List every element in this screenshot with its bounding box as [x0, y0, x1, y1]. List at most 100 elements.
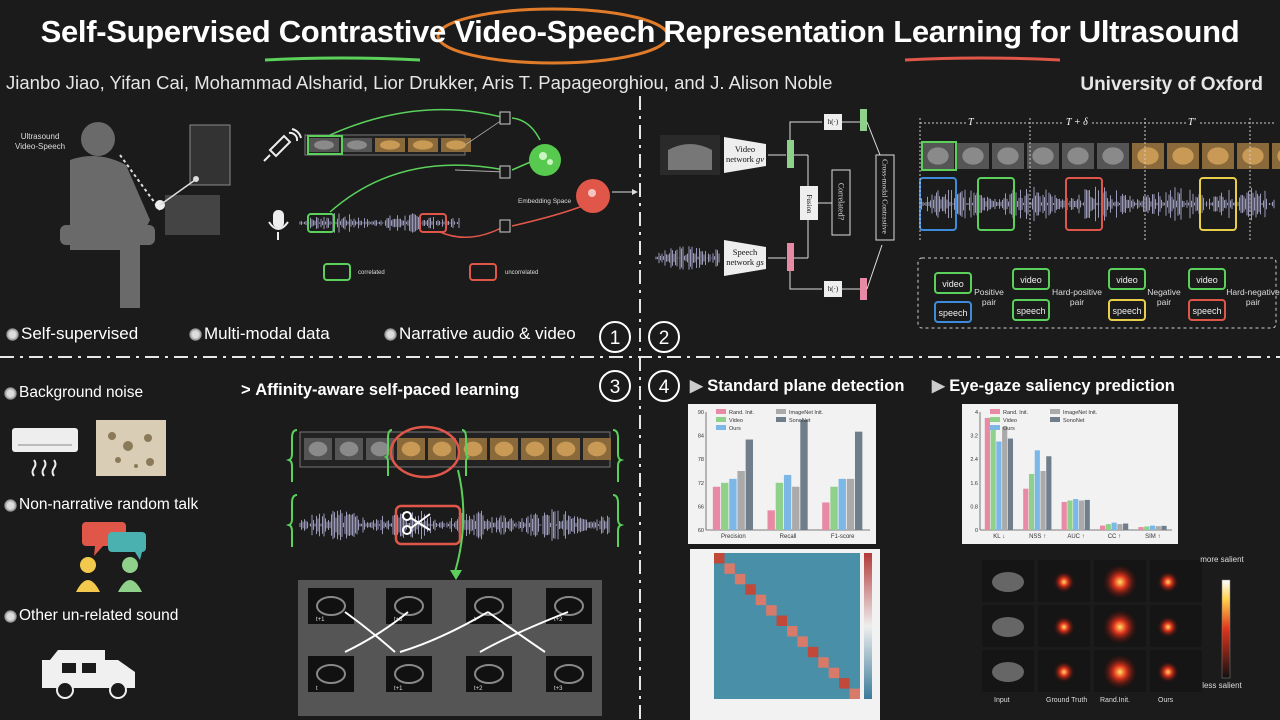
legend-label: SonoNet [1063, 418, 1085, 424]
bar [1100, 525, 1106, 530]
pair-label-line1: Hard-negative [1226, 287, 1280, 297]
quadrant-number-4: 4 [648, 370, 680, 402]
bar [1028, 473, 1035, 530]
pair-label-line1: Positive [974, 287, 1004, 297]
y-tick-label: 84 [698, 434, 704, 440]
frame-content [339, 441, 359, 457]
video-network-text: Video network [726, 144, 756, 164]
bar [1117, 524, 1123, 530]
legend-swatch [716, 417, 726, 422]
bullet-unrelated-sound: Other un-related sound [4, 607, 178, 625]
speech-network-label: Speech network gs [726, 247, 764, 267]
y-tick-label: 72 [698, 481, 704, 487]
bar [1155, 526, 1161, 530]
y-tick-label: 66 [698, 504, 704, 510]
cross-modal-contrastive-label: Cross-modal Contrastive [880, 159, 890, 234]
frame-content [401, 441, 421, 457]
ultrasound-shape [394, 596, 424, 616]
bullet-text: Non-narrative random talk [19, 496, 199, 513]
saliency-heat [1157, 571, 1179, 593]
bullet-self-supervised: Self-supervised [6, 324, 138, 344]
frame-content [380, 140, 400, 150]
bar [1078, 500, 1085, 530]
confusion-diagonal-cell [818, 657, 829, 668]
bar [745, 439, 754, 530]
hard-positive-video: video [1012, 268, 1050, 290]
confusion-diagonal-cell [787, 626, 798, 637]
ultrasound-thumb [466, 656, 512, 692]
legend-swatch [990, 409, 1000, 414]
y-tick-label: 60 [698, 528, 704, 534]
poster-title: Self-Supervised Contrastive Video-Speech… [40, 14, 1240, 49]
ear-icon [4, 498, 17, 512]
confusion-diagonal-cell [766, 605, 777, 616]
spd-title-text: Standard plane detection [707, 377, 905, 395]
hard-negative-video: video [1188, 268, 1226, 290]
frame-content [1242, 147, 1264, 165]
y-tick-label: 2.4 [970, 457, 978, 463]
x-tick-label: KL ↓ [993, 534, 1005, 540]
speech-network-text: Speech network [726, 247, 758, 267]
bar [712, 486, 721, 530]
bar [1002, 426, 1008, 530]
bar [767, 510, 775, 530]
bar [792, 486, 800, 530]
saliency-heat [1053, 616, 1075, 638]
bar [1007, 438, 1014, 530]
frame-label: t+1 [394, 686, 403, 692]
projection-head-bottom: h(·) [827, 285, 839, 293]
quadrant-number-1: 1 [599, 321, 631, 353]
ultrasound-shape [554, 596, 584, 616]
frame-content [314, 140, 334, 150]
frame-content [1102, 147, 1124, 165]
frame-content [370, 441, 390, 457]
x-tick-label: NSS ↑ [1029, 534, 1046, 540]
bullet-text: Self-supervised [21, 324, 139, 343]
pair-label-line2: pair [981, 297, 997, 307]
correlated-question: Correlated? [836, 182, 846, 221]
frame-content [432, 441, 452, 457]
ultrasound-thumb [546, 656, 592, 692]
x-tick-label: Precision [721, 534, 746, 540]
bullet-text: Background noise [19, 384, 144, 401]
time-label-t-prime: T' [1186, 117, 1198, 128]
bar [854, 431, 863, 530]
bar [846, 478, 855, 530]
confusion-diagonal-cell [849, 688, 860, 699]
ultrasound-thumb [386, 656, 432, 692]
affinity-section-title: > Affinity-aware self-paced learning [241, 381, 519, 400]
brain-icon [384, 327, 397, 341]
bar [830, 486, 838, 530]
x-tick-label: CC ↑ [1108, 534, 1121, 540]
bullet-narrative: Narrative audio & video [384, 324, 576, 344]
bullet-text: Narrative audio & video [399, 324, 576, 343]
bar [1161, 525, 1167, 530]
legend-swatch [990, 425, 1000, 430]
confusion-diagonal-cell [745, 584, 756, 595]
saliency-bottom-label: less salient [1202, 681, 1242, 690]
ultrasound-shape [316, 664, 346, 684]
confusion-diagonal-cell [724, 563, 735, 574]
bar [1138, 527, 1144, 530]
frame-content [1277, 150, 1280, 162]
standard-plane-title: ▶ Standard plane detection [690, 376, 904, 396]
frame-label: t+3 [394, 617, 403, 623]
quadrant-number-2: 2 [648, 321, 680, 353]
ultrasound-thumb [308, 656, 354, 692]
frame-label: t+3 [554, 686, 563, 692]
ultrasound-shape [992, 617, 1024, 637]
video-network-label: Video network gv [726, 144, 764, 164]
frame-content [347, 140, 367, 150]
frame-content [1172, 147, 1194, 165]
frame-content [1067, 147, 1089, 165]
legend-label: Rand. Init. [729, 410, 755, 416]
legend-uncorrelated: uncorrelated [505, 270, 539, 276]
egs-title-text: Eye-gaze saliency prediction [949, 377, 1175, 395]
